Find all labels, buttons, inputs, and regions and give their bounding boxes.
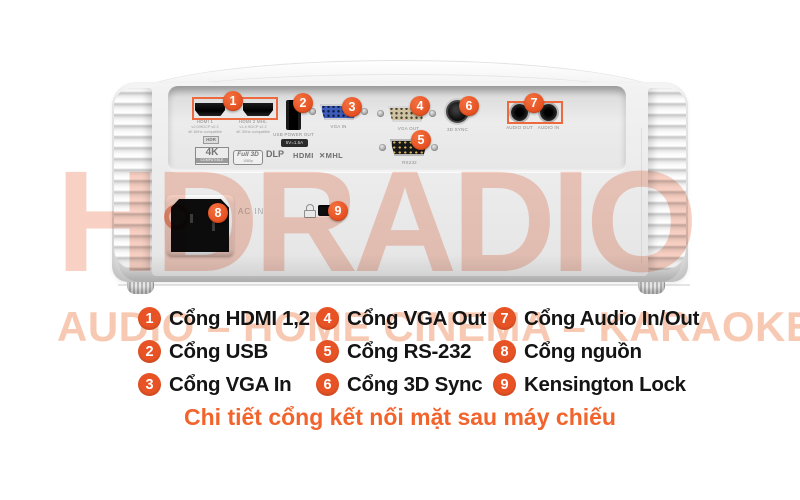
vga-in-screw-left [309, 108, 316, 115]
legend-badge-7: 7 [493, 307, 516, 330]
brand-watermark: HDRADIO [56, 141, 698, 302]
body-seam-line [641, 128, 642, 263]
audio-in-jack [540, 104, 557, 121]
projector-top-crease [150, 74, 650, 96]
callout-3-vga-in: 3 [342, 97, 362, 117]
hdmi2-sub2: 4K 30Hz compatible [236, 129, 270, 134]
ground-shadow-line [118, 284, 690, 286]
kensington-lock-icon [304, 210, 316, 218]
legend-badge-9: 9 [493, 373, 516, 396]
legend-item-audio: 7 Cổng Audio In/Out [493, 307, 743, 330]
rs232-label: RS232 [402, 160, 417, 165]
ac-in-label: AC IN [238, 207, 265, 216]
port-legend: 1 Cổng HDMI 1,2 4 Cổng VGA Out 7 Cổng Au… [138, 307, 743, 396]
callout-6-3d-sync: 6 [459, 96, 479, 116]
mhl-logo: ✕MHL [319, 151, 344, 160]
full3d-logo-text: Full 3D [237, 151, 259, 158]
callout-8-power: 8 [208, 203, 228, 223]
legend-label-power: Cổng nguồn [524, 339, 642, 363]
hdmi1-sublabel: v2.0/HDCP v2.2 4K 60Hz compatible [181, 125, 229, 135]
legend-label-3d-sync: Cổng 3D Sync [347, 372, 483, 396]
tagline-watermark: AUDIO – HOME CINEMA – KARAOKE [57, 303, 800, 350]
legend-badge-2: 2 [138, 340, 161, 363]
hdmi2-port [243, 103, 273, 116]
hdmi2-sublabel: v1.4 HDCP v2.2 4K 30Hz compatible [229, 125, 277, 135]
legend-badge-8: 8 [493, 340, 516, 363]
3d-sync-label: 3D SYNC [447, 127, 468, 132]
legend-item-rs232: 5 Cổng RS-232 [316, 340, 493, 363]
hdmi1-label: HDMI 1 [196, 119, 214, 124]
legend-badge-1: 1 [138, 307, 161, 330]
right-vent-grille [648, 88, 686, 270]
vga-out-screw-left [377, 110, 384, 117]
brand-watermark-ring [164, 204, 190, 230]
hdmi1-port [195, 103, 225, 116]
legend-label-vga-in: Cổng VGA In [169, 372, 292, 396]
legend-badge-5: 5 [316, 340, 339, 363]
kensington-lock-icon [306, 204, 314, 211]
hdr-badge: HDR [203, 136, 219, 144]
hdmi1-sub1: v2.0/HDCP v2.2 [191, 125, 219, 129]
figure-caption: Chi tiết cổng kết nối mặt sau máy chiếu [184, 404, 616, 430]
vga-out-screw-right [429, 110, 436, 117]
projector-underside-shadow [118, 254, 682, 282]
callout-9-kensington: 9 [328, 201, 348, 221]
dlp-logo: DLP [266, 149, 284, 159]
callout-5-rs232: 5 [411, 130, 431, 150]
power-pin [190, 214, 193, 223]
legend-item-kensington: 9 Kensington Lock [493, 373, 743, 396]
legend-label-kensington: Kensington Lock [524, 372, 686, 396]
legend-label-hdmi: Cổng HDMI 1,2 [169, 306, 310, 330]
legend-item-power: 8 Cổng nguồn [493, 340, 743, 363]
audio-in-label: AUDIO IN [537, 125, 560, 130]
vga-in-screw-right [361, 108, 368, 115]
legend-item-vga-out: 4 Cổng VGA Out [316, 307, 493, 330]
rs232-screw-left [379, 144, 386, 151]
legend-label-rs232: Cổng RS-232 [347, 339, 472, 363]
callout-4-vga-out: 4 [410, 96, 430, 116]
hdmi-logo: HDMI [293, 151, 314, 160]
4k-logo-text: 4K [205, 147, 219, 158]
legend-item-vga-in: 3 Cổng VGA In [138, 373, 316, 396]
rs232-screw-right [431, 144, 438, 151]
vga-in-label: VGA IN [330, 124, 347, 129]
vga-out-label: VGA OUT [397, 126, 420, 131]
usb-label: USB POWER OUT [273, 132, 314, 137]
power-pin [212, 222, 215, 231]
audio-out-label: AUDIO OUT [506, 125, 533, 130]
legend-label-usb: Cổng USB [169, 339, 268, 363]
legend-badge-3: 3 [138, 373, 161, 396]
full3d-logo: Full 3D 1080p [233, 150, 263, 165]
legend-label-vga-out: Cổng VGA Out [347, 306, 487, 330]
hdmi2-sub1: v1.4 HDCP v2.2 [239, 125, 267, 129]
kensington-slot [318, 205, 335, 216]
full3d-logo-sub: 1080p [243, 159, 253, 163]
4k-logo-sub: COMPATIBLE [196, 158, 228, 163]
legend-badge-4: 4 [316, 307, 339, 330]
legend-item-hdmi: 1 Cổng HDMI 1,2 [138, 307, 316, 330]
callout-7-audio: 7 [524, 93, 544, 113]
legend-badge-6: 6 [316, 373, 339, 396]
4k-compatible-logo: 4K COMPATIBLE [195, 147, 229, 165]
left-vent-grille [114, 88, 152, 270]
callout-2-usb: 2 [293, 93, 313, 113]
legend-item-3d-sync: 6 Cổng 3D Sync [316, 373, 493, 396]
legend-item-usb: 2 Cổng USB [138, 340, 316, 363]
hdmi2-label: HDMI 2 MHL [238, 119, 267, 124]
audio-out-jack [511, 104, 528, 121]
hdmi1-sub2: 4K 60Hz compatible [188, 129, 222, 134]
usb-power-badge: 5V=1.5A [281, 139, 308, 147]
legend-label-audio: Cổng Audio In/Out [524, 306, 700, 330]
callout-1-hdmi: 1 [223, 91, 243, 111]
